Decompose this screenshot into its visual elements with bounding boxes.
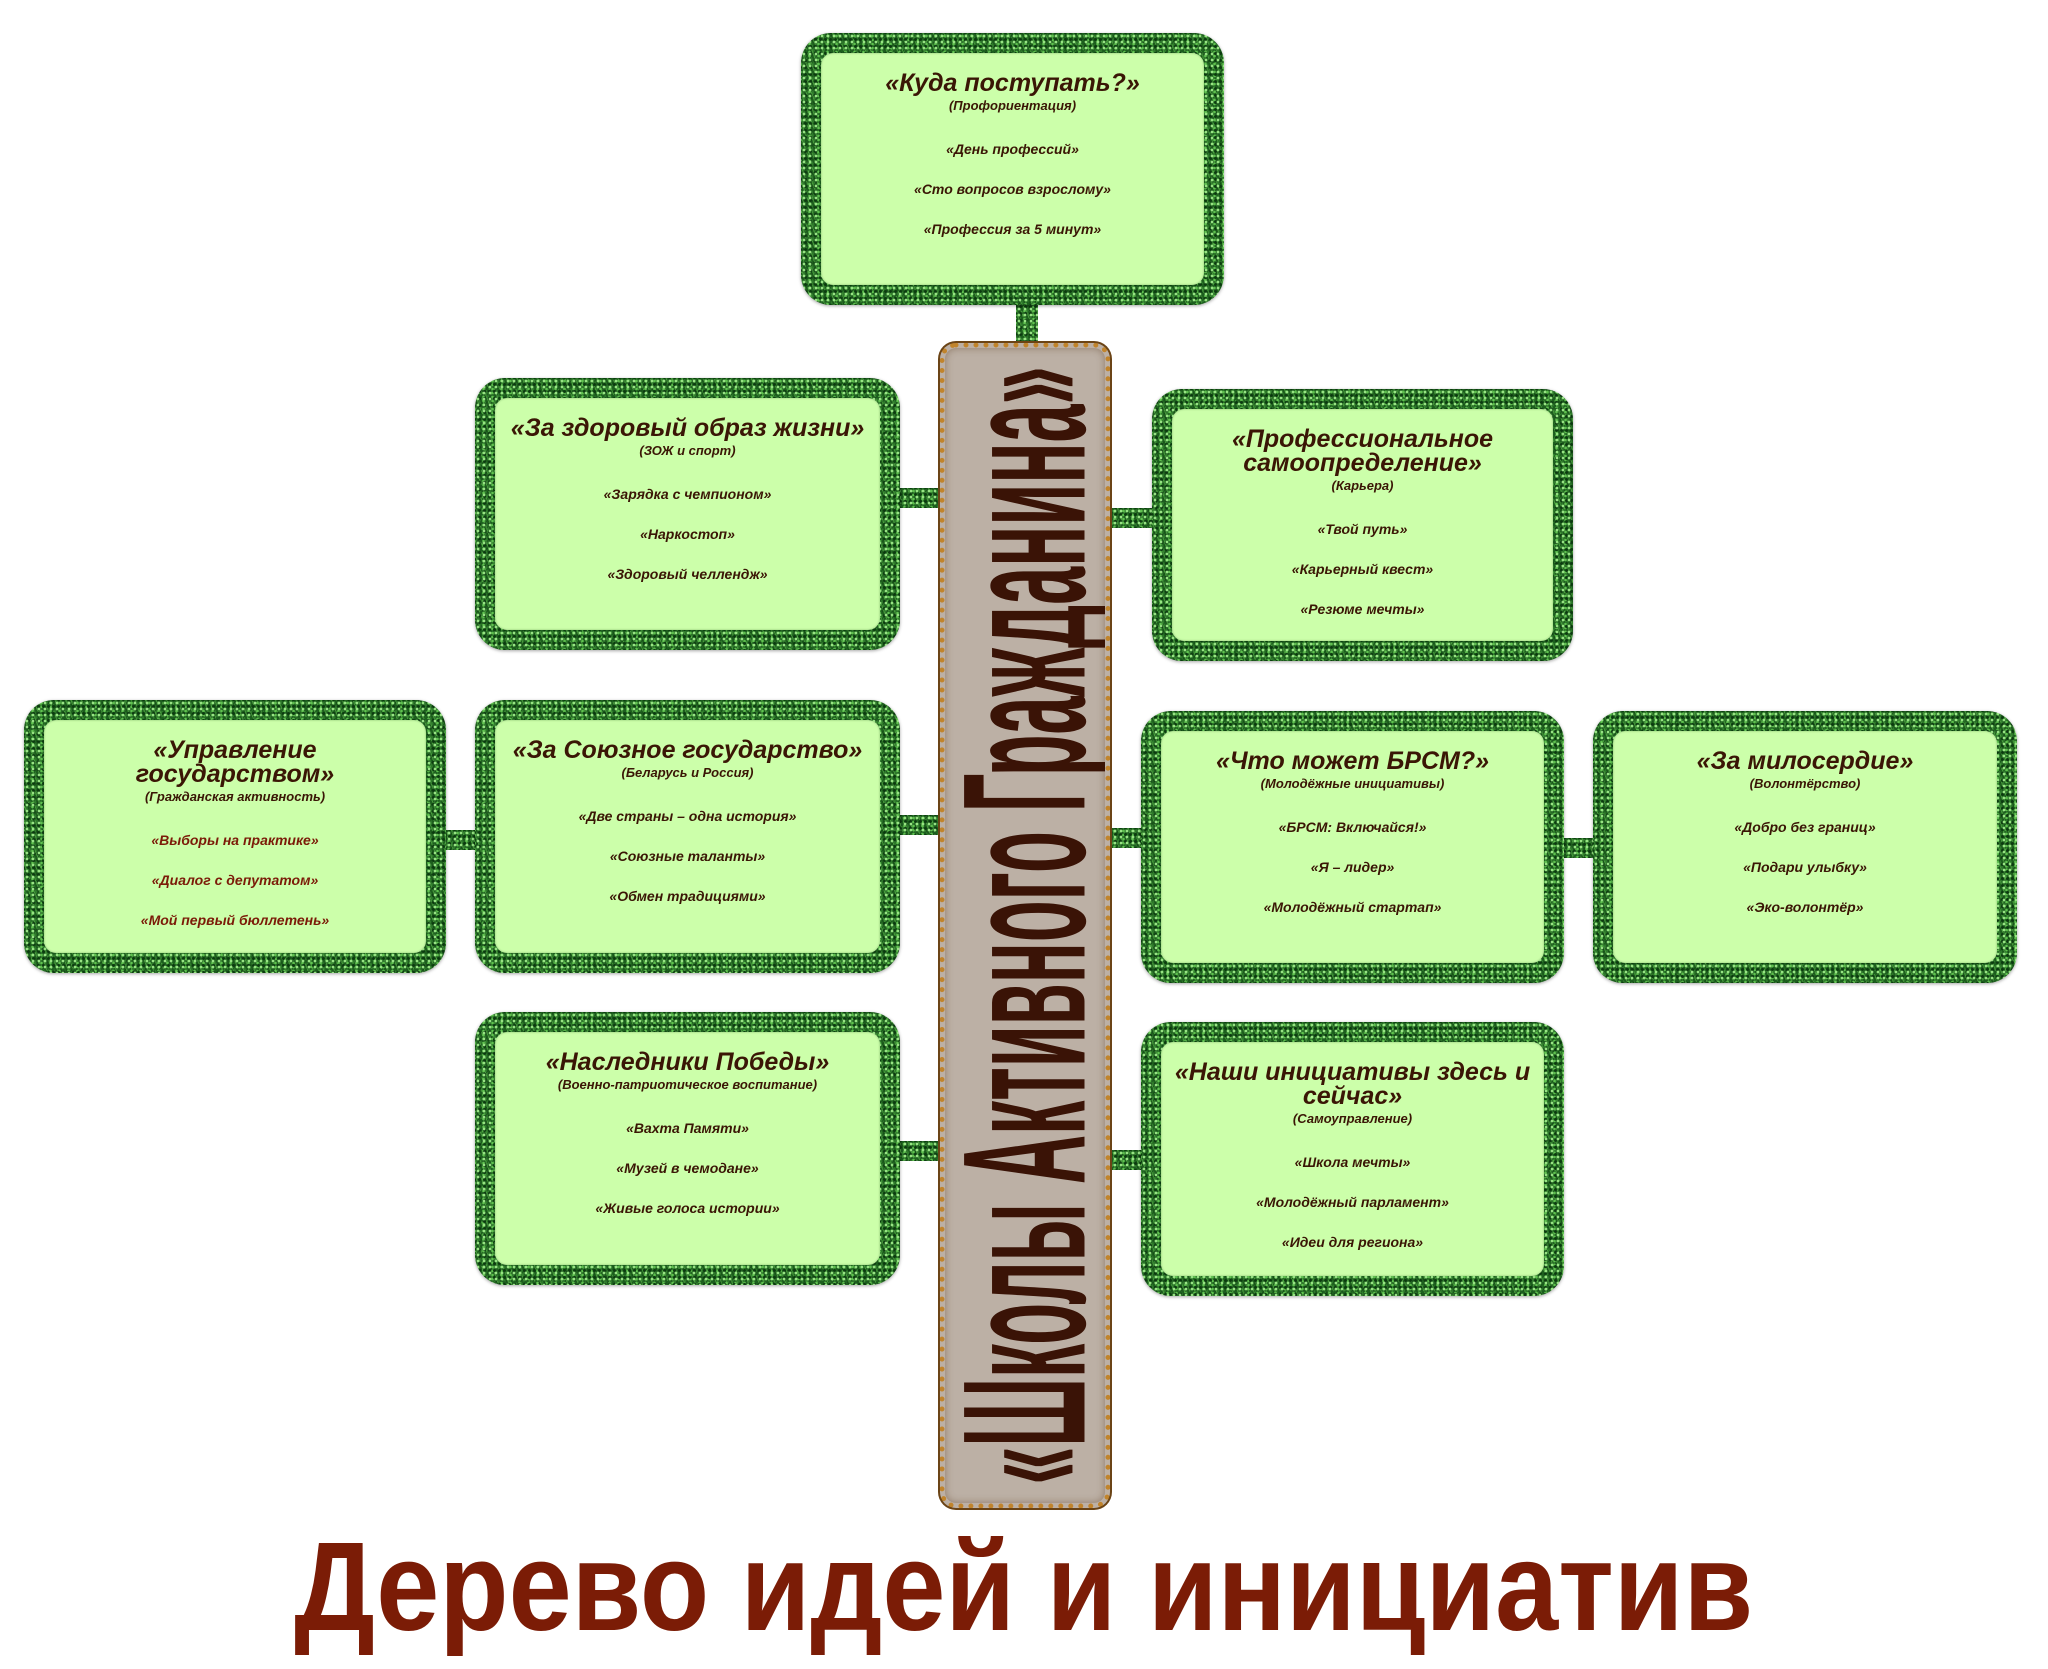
box-subtitle: (Профориентация): [948, 98, 1077, 113]
box-title: «Управление государством»: [135, 736, 335, 788]
box-union-state: «За Союзное государство» (Беларусь и Рос…: [475, 700, 900, 973]
box-item: «Молодёжный стартап»: [1263, 899, 1442, 915]
box-item: «Эко-волонтёр»: [1746, 899, 1864, 915]
box-item: «Я – лидер»: [1310, 859, 1395, 875]
box-heirs-of-victory: «Наследники Победы» (Военно-патриотическ…: [475, 1012, 900, 1285]
box-item: «Музей в чемодане»: [616, 1160, 759, 1176]
box-panel: «Профессиональное самоопределение» (Карь…: [1172, 409, 1553, 641]
box-item: «День профессий»: [946, 141, 1079, 157]
box-subtitle: (Самоуправление): [1292, 1111, 1413, 1126]
connector-zozh-trunk: [896, 488, 944, 508]
box-panel: «Наши инициативы здесь и сейчас» (Самоуп…: [1161, 1042, 1544, 1276]
box-state-governance: «Управление государством» (Гражданская а…: [24, 700, 446, 973]
box-item: «Обмен традициями»: [609, 888, 766, 904]
box-subtitle: (Военно-патриотическое воспитание): [557, 1077, 818, 1092]
box-brsm: «Что может БРСМ?» (Молодёжные инициативы…: [1141, 711, 1564, 983]
box-panel: «За милосердие» (Волонтёрство) «Добро бе…: [1613, 731, 1997, 963]
box-item: «Резюме мечты»: [1300, 601, 1425, 617]
box-professional-self-determination: «Профессиональное самоопределение» (Карь…: [1152, 389, 1573, 661]
connector-brsm-charity: [1560, 838, 1598, 858]
box-item: «Молодёжный парламент»: [1256, 1194, 1449, 1210]
box-item: «Карьерный квест»: [1291, 561, 1434, 577]
box-panel: «Наследники Победы» (Военно-патриотическ…: [495, 1032, 880, 1265]
box-subtitle: (Гражданская активность): [144, 789, 326, 804]
box-panel: «За Союзное государство» (Беларусь и Рос…: [495, 720, 880, 953]
trunk-label: «Школы Активного Гражданина»: [940, 366, 1110, 1485]
box-title: «За здоровый образ жизни»: [510, 414, 865, 442]
box-item: «БРСМ: Включайся!»: [1278, 819, 1427, 835]
box-item: «Выборы на практике»: [151, 832, 319, 848]
box-title: «За Союзное государство»: [512, 736, 863, 764]
box-title: «Куда поступать?»: [885, 69, 1140, 97]
box-item: «Добро без границ»: [1734, 819, 1876, 835]
connector-government-union: [440, 830, 480, 850]
box-title: «Что может БРСМ?»: [1215, 747, 1490, 775]
box-item: «Идеи для региона»: [1281, 1234, 1424, 1250]
box-item: «Союзные таланты»: [609, 848, 766, 864]
box-title: «Наследники Победы»: [545, 1048, 830, 1076]
box-panel: «Управление государством» (Гражданская а…: [44, 720, 426, 953]
box-item: «Зарядка с чемпионом»: [603, 486, 772, 502]
connector-top-trunk: [1016, 300, 1038, 348]
page-heading: Дерево идей и инициатив: [0, 1522, 2048, 1652]
box-item: «Мой первый бюллетень»: [140, 912, 330, 928]
box-our-initiatives: «Наши инициативы здесь и сейчас» (Самоуп…: [1141, 1022, 1564, 1296]
box-panel: «Что может БРСМ?» (Молодёжные инициативы…: [1161, 731, 1544, 963]
box-where-to-enroll: «Куда поступать?» (Профориентация) «День…: [801, 33, 1224, 305]
box-item: «Школа мечты»: [1294, 1154, 1411, 1170]
trunk-label-frame: «Школы Активного Гражданина»: [945, 348, 1105, 1503]
box-panel: «За здоровый образ жизни» (ЗОЖ и спорт) …: [495, 398, 880, 630]
connector-brsm-trunk: [1106, 828, 1146, 848]
box-item: «Твой путь»: [1317, 521, 1408, 537]
box-title: «Профессиональное самоопределение»: [1231, 425, 1494, 477]
box-item: «Вахта Памяти»: [626, 1120, 749, 1136]
box-item: «Наркостоп»: [640, 526, 735, 542]
box-subtitle: (Беларусь и Россия): [621, 765, 754, 780]
box-item: «Профессия за 5 минут»: [923, 221, 1102, 237]
box-healthy-lifestyle: «За здоровый образ жизни» (ЗОЖ и спорт) …: [475, 378, 900, 650]
box-title: «Наши инициативы здесь и сейчас»: [1174, 1058, 1531, 1110]
box-title: «За милосердие»: [1696, 747, 1914, 775]
box-panel: «Куда поступать?» (Профориентация) «День…: [821, 53, 1204, 285]
connector-heirs-trunk: [896, 1141, 944, 1161]
box-charity: «За милосердие» (Волонтёрство) «Добро бе…: [1593, 711, 2017, 983]
box-item: «Подари улыбку»: [1743, 859, 1867, 875]
box-item: «Диалог с депутатом»: [151, 872, 319, 888]
box-subtitle: (Карьера): [1331, 478, 1394, 493]
box-subtitle: (Волонтёрство): [1749, 776, 1861, 791]
box-item: «Живые голоса истории»: [595, 1200, 780, 1216]
connector-union-trunk: [896, 815, 944, 835]
connector-initiatives-trunk: [1106, 1150, 1146, 1170]
box-item: «Две страны – одна история»: [578, 808, 797, 824]
connector-career-trunk: [1106, 508, 1156, 528]
box-item: «Сто вопросов взрослому»: [914, 181, 1111, 197]
box-subtitle: (Молодёжные инициативы): [1260, 776, 1445, 791]
box-subtitle: (ЗОЖ и спорт): [639, 443, 736, 458]
central-trunk: «Школы Активного Гражданина»: [940, 343, 1110, 1508]
box-item: «Здоровый челлендж»: [607, 566, 768, 582]
page-heading-text: Дерево идей и инициатив: [294, 1516, 1754, 1657]
